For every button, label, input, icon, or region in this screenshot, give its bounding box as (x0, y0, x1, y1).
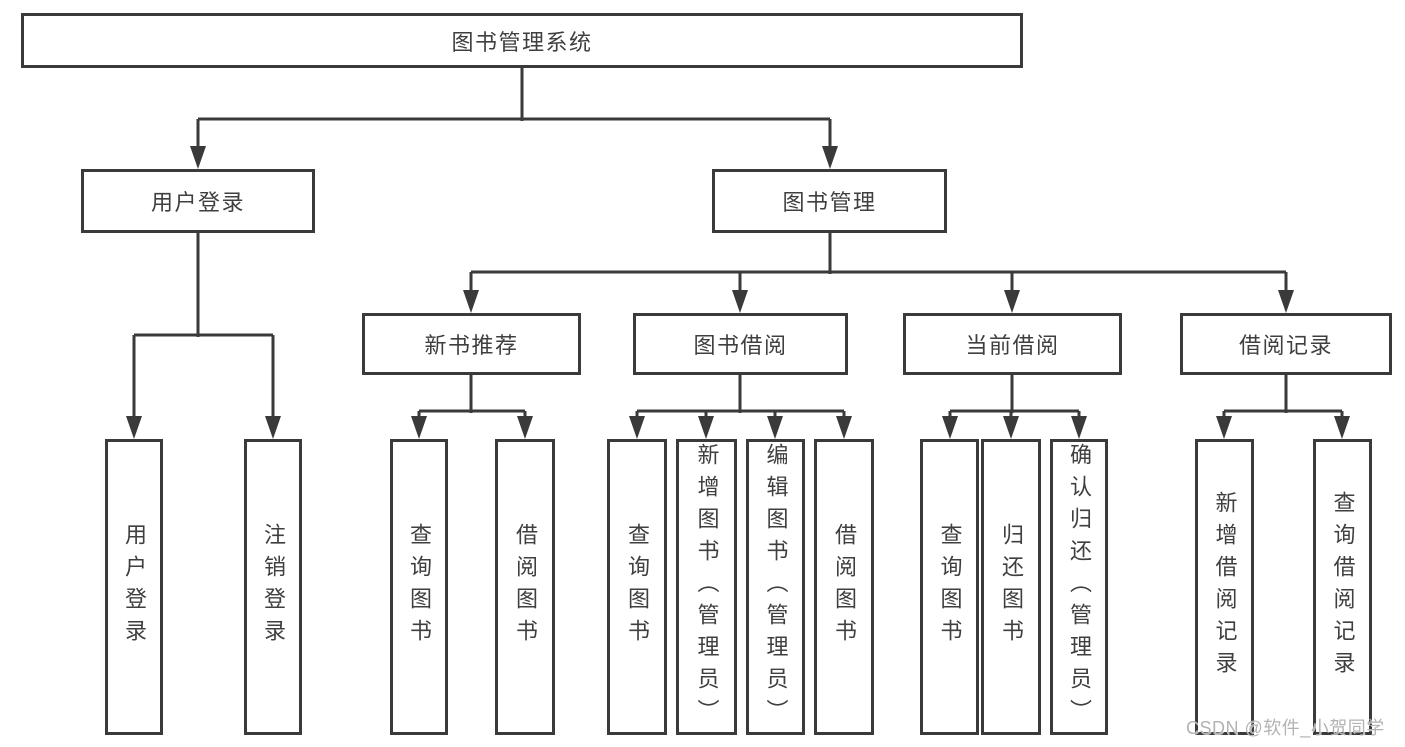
node-label: 新增图书（管理员） (694, 443, 720, 731)
node-label: 用户登录 (150, 190, 245, 215)
node-label: 新增借阅记录 (1212, 491, 1238, 683)
arrowheads (126, 146, 1350, 439)
leaf-query-borrow-record: 查询借阅记录 (1313, 439, 1372, 735)
leaf-query-books-2: 查询图书 (607, 439, 667, 735)
node-label: 确认归还（管理员） (1067, 443, 1092, 731)
node-label: 归还图书 (999, 523, 1024, 651)
node-label: 图书管理系统 (451, 29, 593, 55)
node-book-borrowing: 图书借阅 (633, 313, 848, 375)
leaf-add-book-admin: 新增图书（管理员） (676, 439, 737, 735)
leaf-borrow-books-1: 借阅图书 (495, 439, 555, 735)
leaf-edit-book-admin: 编辑图书（管理员） (746, 439, 805, 735)
node-user-login: 用户登录 (81, 169, 315, 233)
leaf-logout: 注销登录 (244, 439, 302, 735)
leaf-query-books-3: 查询图书 (920, 439, 979, 735)
node-label: 当前借阅 (965, 333, 1060, 358)
node-library-management-system: 图书管理系统 (21, 13, 1023, 68)
csdn-watermark: CSDN @软件_小贺同学 (1186, 718, 1385, 738)
leaf-user-login: 用户登录 (105, 439, 163, 735)
node-label: 借阅图书 (832, 523, 857, 651)
leaf-query-books-1: 查询图书 (390, 439, 448, 735)
leaf-add-borrow-record: 新增借阅记录 (1195, 439, 1254, 735)
node-borrowing-records: 借阅记录 (1180, 313, 1392, 375)
node-label: 查询图书 (625, 523, 650, 651)
node-label: 注销登录 (261, 523, 286, 651)
node-label: 查询图书 (407, 523, 432, 651)
leaf-confirm-return-admin: 确认归还（管理员） (1050, 439, 1108, 735)
node-current-borrowing: 当前借阅 (903, 313, 1122, 375)
node-label: 图书管理 (782, 190, 877, 215)
node-label: 图书借阅 (693, 333, 788, 358)
node-label: 编辑图书（管理员） (763, 443, 789, 731)
node-book-management: 图书管理 (712, 169, 947, 233)
tree-edges (132, 68, 1344, 420)
node-label: 用户登录 (122, 523, 147, 651)
node-label: 新书推荐 (424, 333, 519, 358)
node-label: 借阅记录 (1238, 333, 1333, 358)
node-new-book-recommendation: 新书推荐 (362, 313, 581, 375)
node-label: 借阅图书 (513, 523, 538, 651)
node-label: 查询图书 (937, 523, 963, 651)
leaf-return-books: 归还图书 (981, 439, 1041, 735)
node-label: 查询借阅记录 (1330, 491, 1356, 683)
leaf-borrow-books-2: 借阅图书 (814, 439, 874, 735)
